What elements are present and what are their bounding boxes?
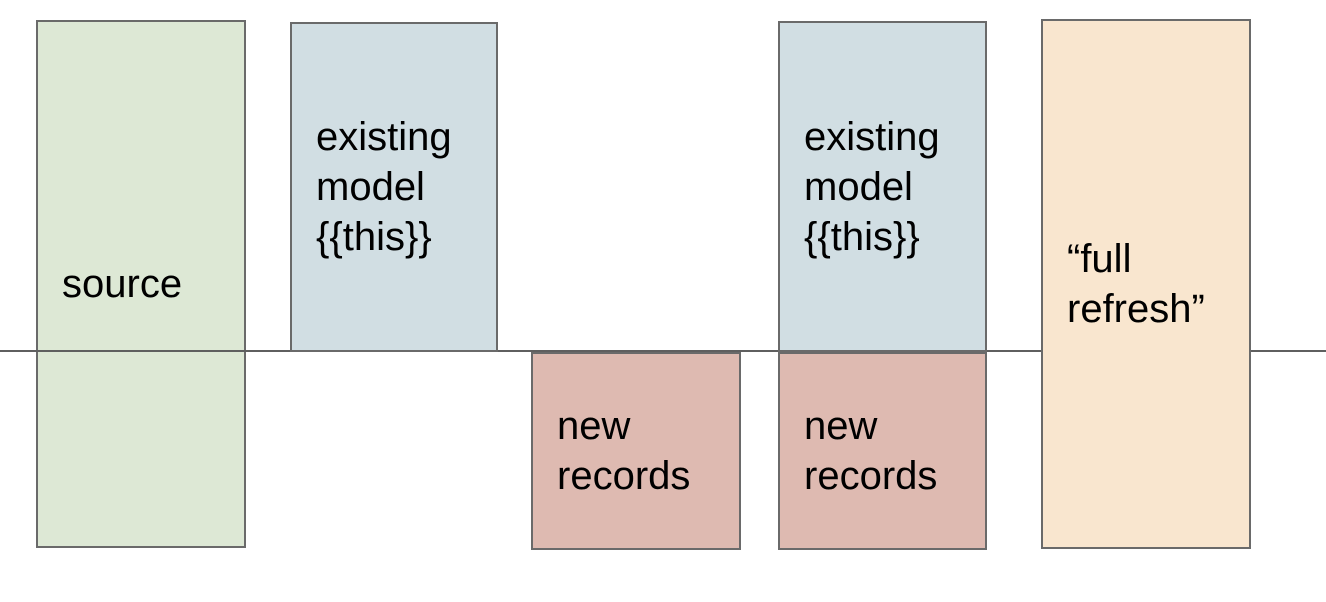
existing-model-box-2: existing model {{this}} bbox=[778, 21, 987, 352]
existing-model-label-2: existing model {{this}} bbox=[804, 114, 940, 259]
new-records-box-2: new records bbox=[778, 352, 987, 550]
existing-model-label-1: existing model {{this}} bbox=[316, 115, 452, 259]
new-records-label-1: new records bbox=[557, 404, 691, 498]
source-label: source bbox=[62, 262, 183, 306]
timeline-divider bbox=[0, 350, 1326, 352]
full-refresh-label: “full refresh” bbox=[1067, 237, 1205, 331]
existing-model-box-1: existing model {{this}} bbox=[290, 22, 498, 352]
new-records-box-1: new records bbox=[531, 352, 741, 550]
new-records-label-2: new records bbox=[804, 404, 938, 498]
full-refresh-box: “full refresh” bbox=[1041, 19, 1251, 549]
source-box: source bbox=[36, 20, 246, 548]
